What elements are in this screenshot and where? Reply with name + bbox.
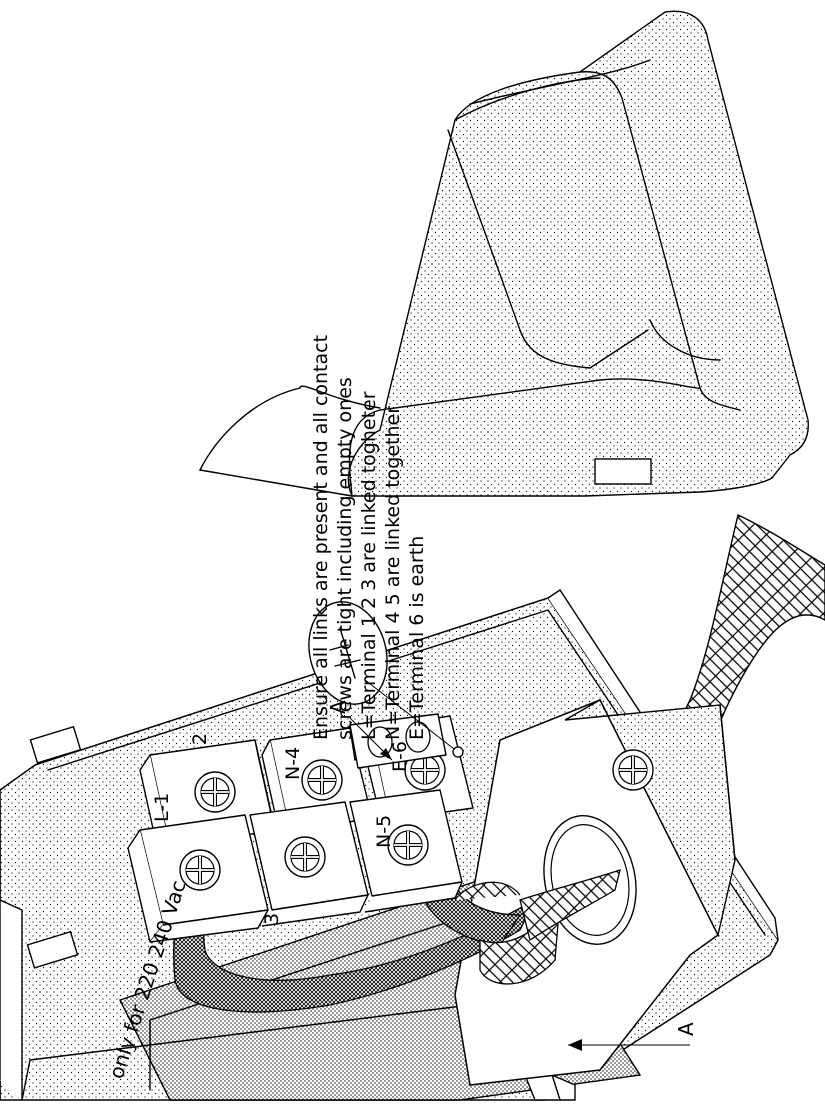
earth-tab xyxy=(349,713,447,769)
svg-text:A: A xyxy=(674,1022,698,1036)
terminal-5-label: N-5 xyxy=(373,815,395,848)
terminal-3 xyxy=(249,801,369,927)
section-mark-top: A xyxy=(326,700,393,761)
terminal-1 xyxy=(127,814,269,943)
instruction-line-1: Ensure all links are present and all con… xyxy=(310,335,332,740)
cover-slot xyxy=(594,458,652,485)
terminal-2-number: 2 xyxy=(189,733,211,745)
instruction-line-2: screws are tight including empty ones xyxy=(334,377,356,740)
terminal-1-label: L-1 xyxy=(151,793,173,822)
instruction-line-5: E=Terminal 6 is earth xyxy=(406,536,428,740)
earth-ground-icon xyxy=(308,601,464,758)
terminal-3-number: 3 xyxy=(261,913,283,925)
svg-text:A: A xyxy=(326,700,350,714)
terminal-6-label: E-6 xyxy=(389,741,411,772)
instruction-line-3: L=Terminal 1 2 3 are linked togheter xyxy=(358,391,380,740)
gland-screw-icon xyxy=(611,748,655,792)
cover xyxy=(199,10,809,497)
terminal-block: L-1 2 3 N-4 N-5 E-6 xyxy=(127,713,474,943)
instruction-line-4: N=Terminal 4 5 are linked together xyxy=(382,406,404,740)
terminal-5 xyxy=(349,789,463,913)
instructions: Ensure all links are present and all con… xyxy=(310,335,428,740)
terminal-4-label: N-4 xyxy=(282,747,304,780)
section-mark-bottom: A xyxy=(568,1022,698,1051)
